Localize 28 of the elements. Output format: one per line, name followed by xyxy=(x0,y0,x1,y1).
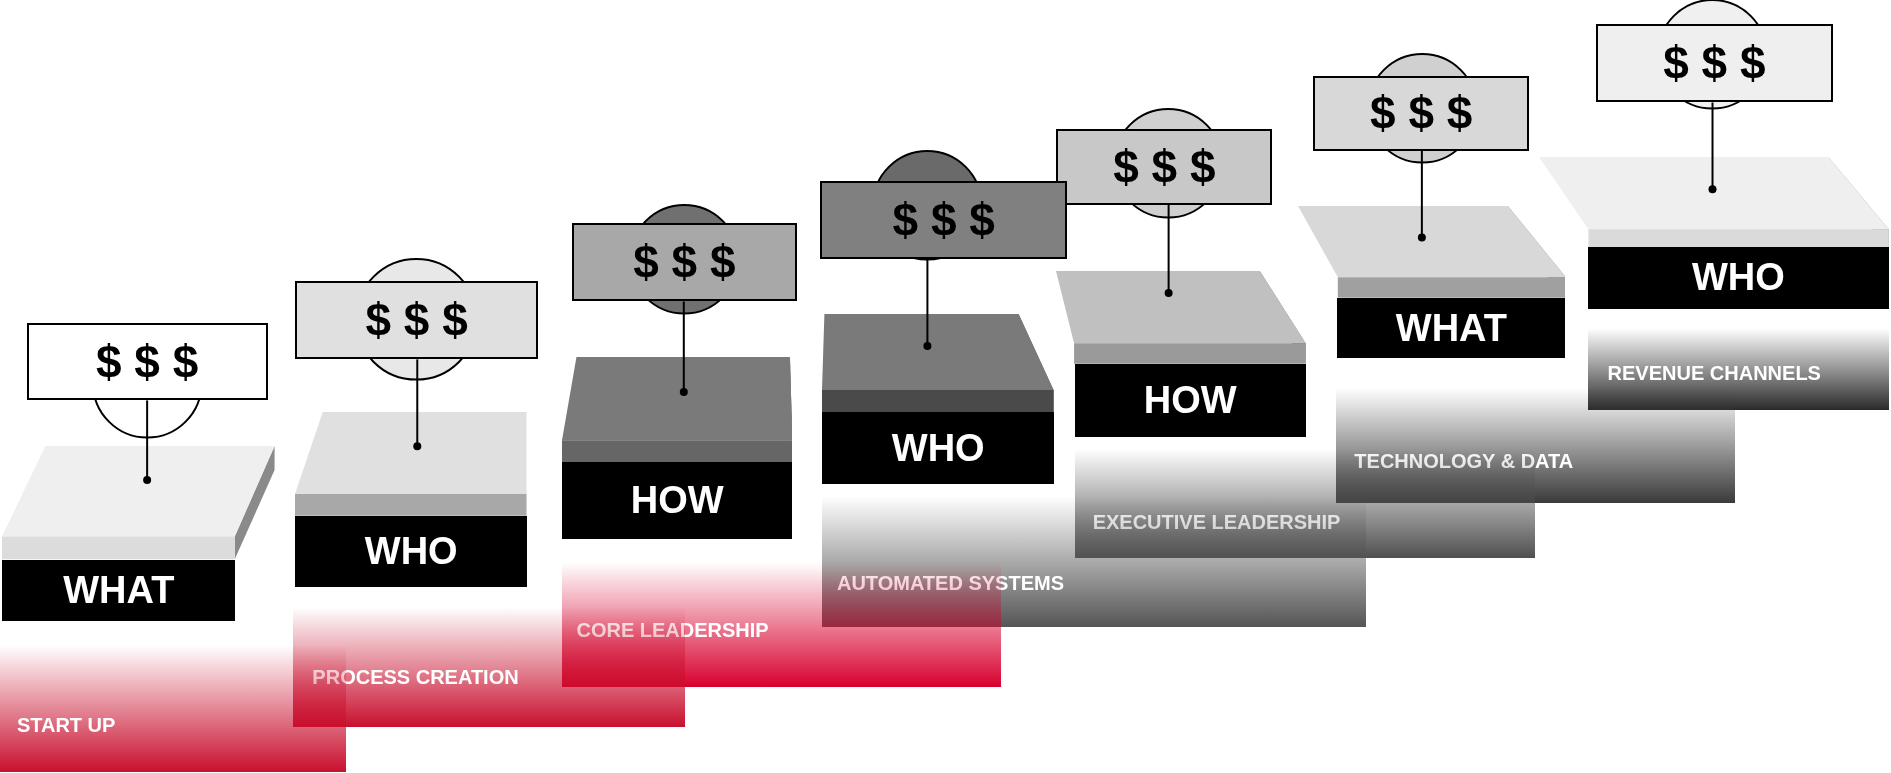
step-label: WHO xyxy=(295,516,527,588)
price-sign: $ $ $ xyxy=(1313,75,1530,151)
price-sign: $ $ $ xyxy=(295,281,538,360)
stage-label: EXECUTIVE LEADERSHIP xyxy=(1092,511,1341,535)
leader-line xyxy=(923,258,932,351)
stage-label: START UP xyxy=(16,714,116,737)
leader-line xyxy=(1417,149,1426,242)
stage-label: AUTOMATED SYSTEMS xyxy=(836,571,1064,595)
step-label: WHO xyxy=(822,412,1055,484)
stage-label: CORE LEADERSHIP xyxy=(576,618,769,642)
step-label: HOW xyxy=(1074,364,1307,437)
price-sign: $ $ $ xyxy=(820,180,1068,260)
stage-label: REVENUE CHANNELS xyxy=(1607,361,1821,385)
leader-line xyxy=(1164,204,1173,298)
step-label: WHAT xyxy=(2,559,236,622)
step-label: HOW xyxy=(562,461,793,540)
leader-line xyxy=(143,399,152,484)
stage-label: TECHNOLOGY & DATA xyxy=(1354,449,1574,473)
price-sign: $ $ $ xyxy=(571,223,798,302)
leader-line xyxy=(1708,101,1717,194)
price-sign: $ $ $ xyxy=(1056,129,1273,205)
price-sign: $ $ $ xyxy=(26,323,268,401)
step-label: WHO xyxy=(1588,247,1889,309)
leader-line xyxy=(679,300,688,396)
stage-label: PROCESS CREATION xyxy=(312,665,519,689)
leader-line xyxy=(413,358,422,451)
step-label: WHAT xyxy=(1337,297,1566,359)
price-sign: $ $ $ xyxy=(1595,24,1834,103)
